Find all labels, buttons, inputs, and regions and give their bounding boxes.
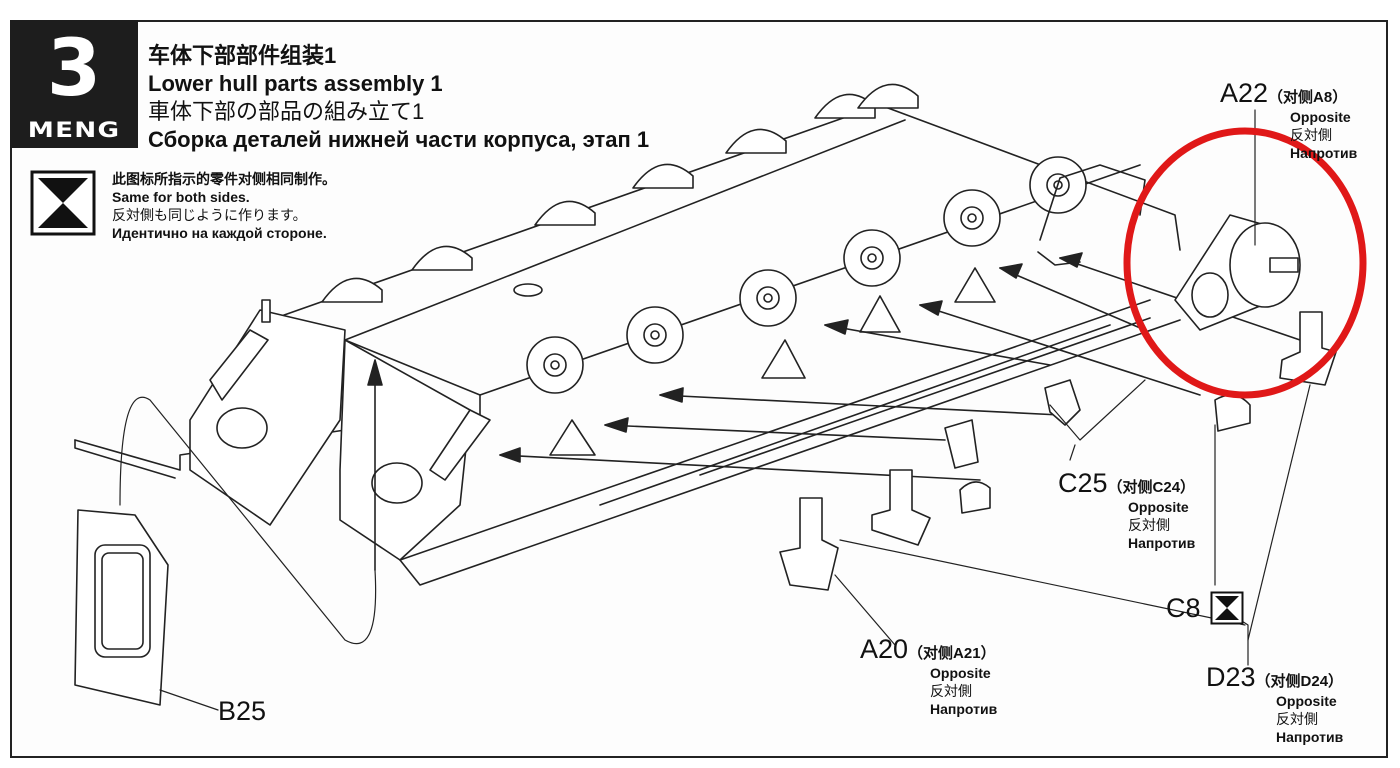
part-opposite-a22: （对侧A8） (1268, 89, 1348, 106)
label-a22: A22（对侧A8） Opposite 反対側 Напротив (1220, 78, 1357, 162)
both-sides-note: 此图标所指示的零件对侧相同制作。 Same for both sides. 反対… (112, 170, 336, 242)
both-sides-icon (30, 170, 96, 236)
brand-logo: MENG (27, 118, 121, 142)
bump-stops (549, 267, 996, 456)
suspension-brackets (944, 379, 1251, 514)
part-opposite-a20: （对侧A21） (908, 645, 996, 662)
return-roller-bumps (321, 83, 919, 303)
label-c25: C25（对侧C24） Opposite 反対側 Напротив (1058, 468, 1195, 552)
part-opposite-d23: （对侧D24） (1255, 673, 1344, 690)
d23-en: Opposite (1276, 693, 1337, 709)
highlight-circle (1123, 127, 1367, 399)
title-en: Lower hull parts assembly 1 (148, 71, 443, 96)
title-jp: 車体下部の部品の組み立て1 (148, 99, 425, 124)
title-zh: 车体下部部件组装1 (148, 43, 337, 68)
hull-top-plate (269, 104, 1181, 421)
part-code-c8: C8 (1166, 593, 1201, 623)
step-badge: 3 MENG (10, 20, 138, 148)
step-number: 3 (46, 24, 102, 114)
c25-jp: 反対側 (1128, 517, 1170, 533)
plate-b25 (74, 509, 169, 706)
insertion-arrows (499, 252, 1301, 481)
note-jp: 反対側も同じように作ります。 (112, 207, 307, 223)
part-opposite-c25: （对侧C24） (1107, 479, 1196, 496)
a20-en: Opposite (930, 665, 991, 681)
a20-ru: Напротив (930, 701, 998, 717)
note-en: Same for both sides. (112, 189, 250, 205)
c8-both-sides-icon (1210, 591, 1244, 625)
part-code-a20: A20 (860, 634, 909, 664)
d23-jp: 反対側 (1276, 711, 1318, 727)
hull-front-block (189, 299, 491, 561)
part-code-c25: C25 (1058, 468, 1108, 498)
part-code-b25: B25 (218, 696, 267, 726)
a22-ru: Напротив (1290, 145, 1358, 161)
c25-ru: Напротив (1128, 535, 1196, 551)
final-drive-housing (1174, 214, 1301, 331)
step-titles: 车体下部部件组装1 Lower hull parts assembly 1 車体… (148, 42, 649, 154)
title-ru: Сборка деталей нижней части корпуса, эта… (148, 127, 650, 152)
note-zh: 此图标所指示的零件对侧相同制作。 (112, 171, 336, 187)
d23-ru: Напротив (1276, 729, 1344, 745)
a22-jp: 反対側 (1290, 127, 1332, 143)
label-b25: B25 (218, 696, 266, 726)
label-a20: A20（对侧A21） Opposite 反対側 Напротив (860, 634, 997, 718)
suspension-hubs (526, 156, 1087, 394)
part-code-d23: D23 (1206, 662, 1256, 692)
part-code-a22: A22 (1220, 78, 1269, 108)
a22-en: Opposite (1290, 109, 1351, 125)
label-d23: D23（对侧D24） Opposite 反対側 Напротив (1206, 662, 1343, 746)
c25-en: Opposite (1128, 499, 1189, 515)
front-arrows (367, 359, 383, 571)
note-ru: Идентично на каждой стороне. (112, 225, 327, 241)
a20-jp: 反対側 (930, 683, 972, 699)
label-c8: C8 (1166, 593, 1201, 623)
